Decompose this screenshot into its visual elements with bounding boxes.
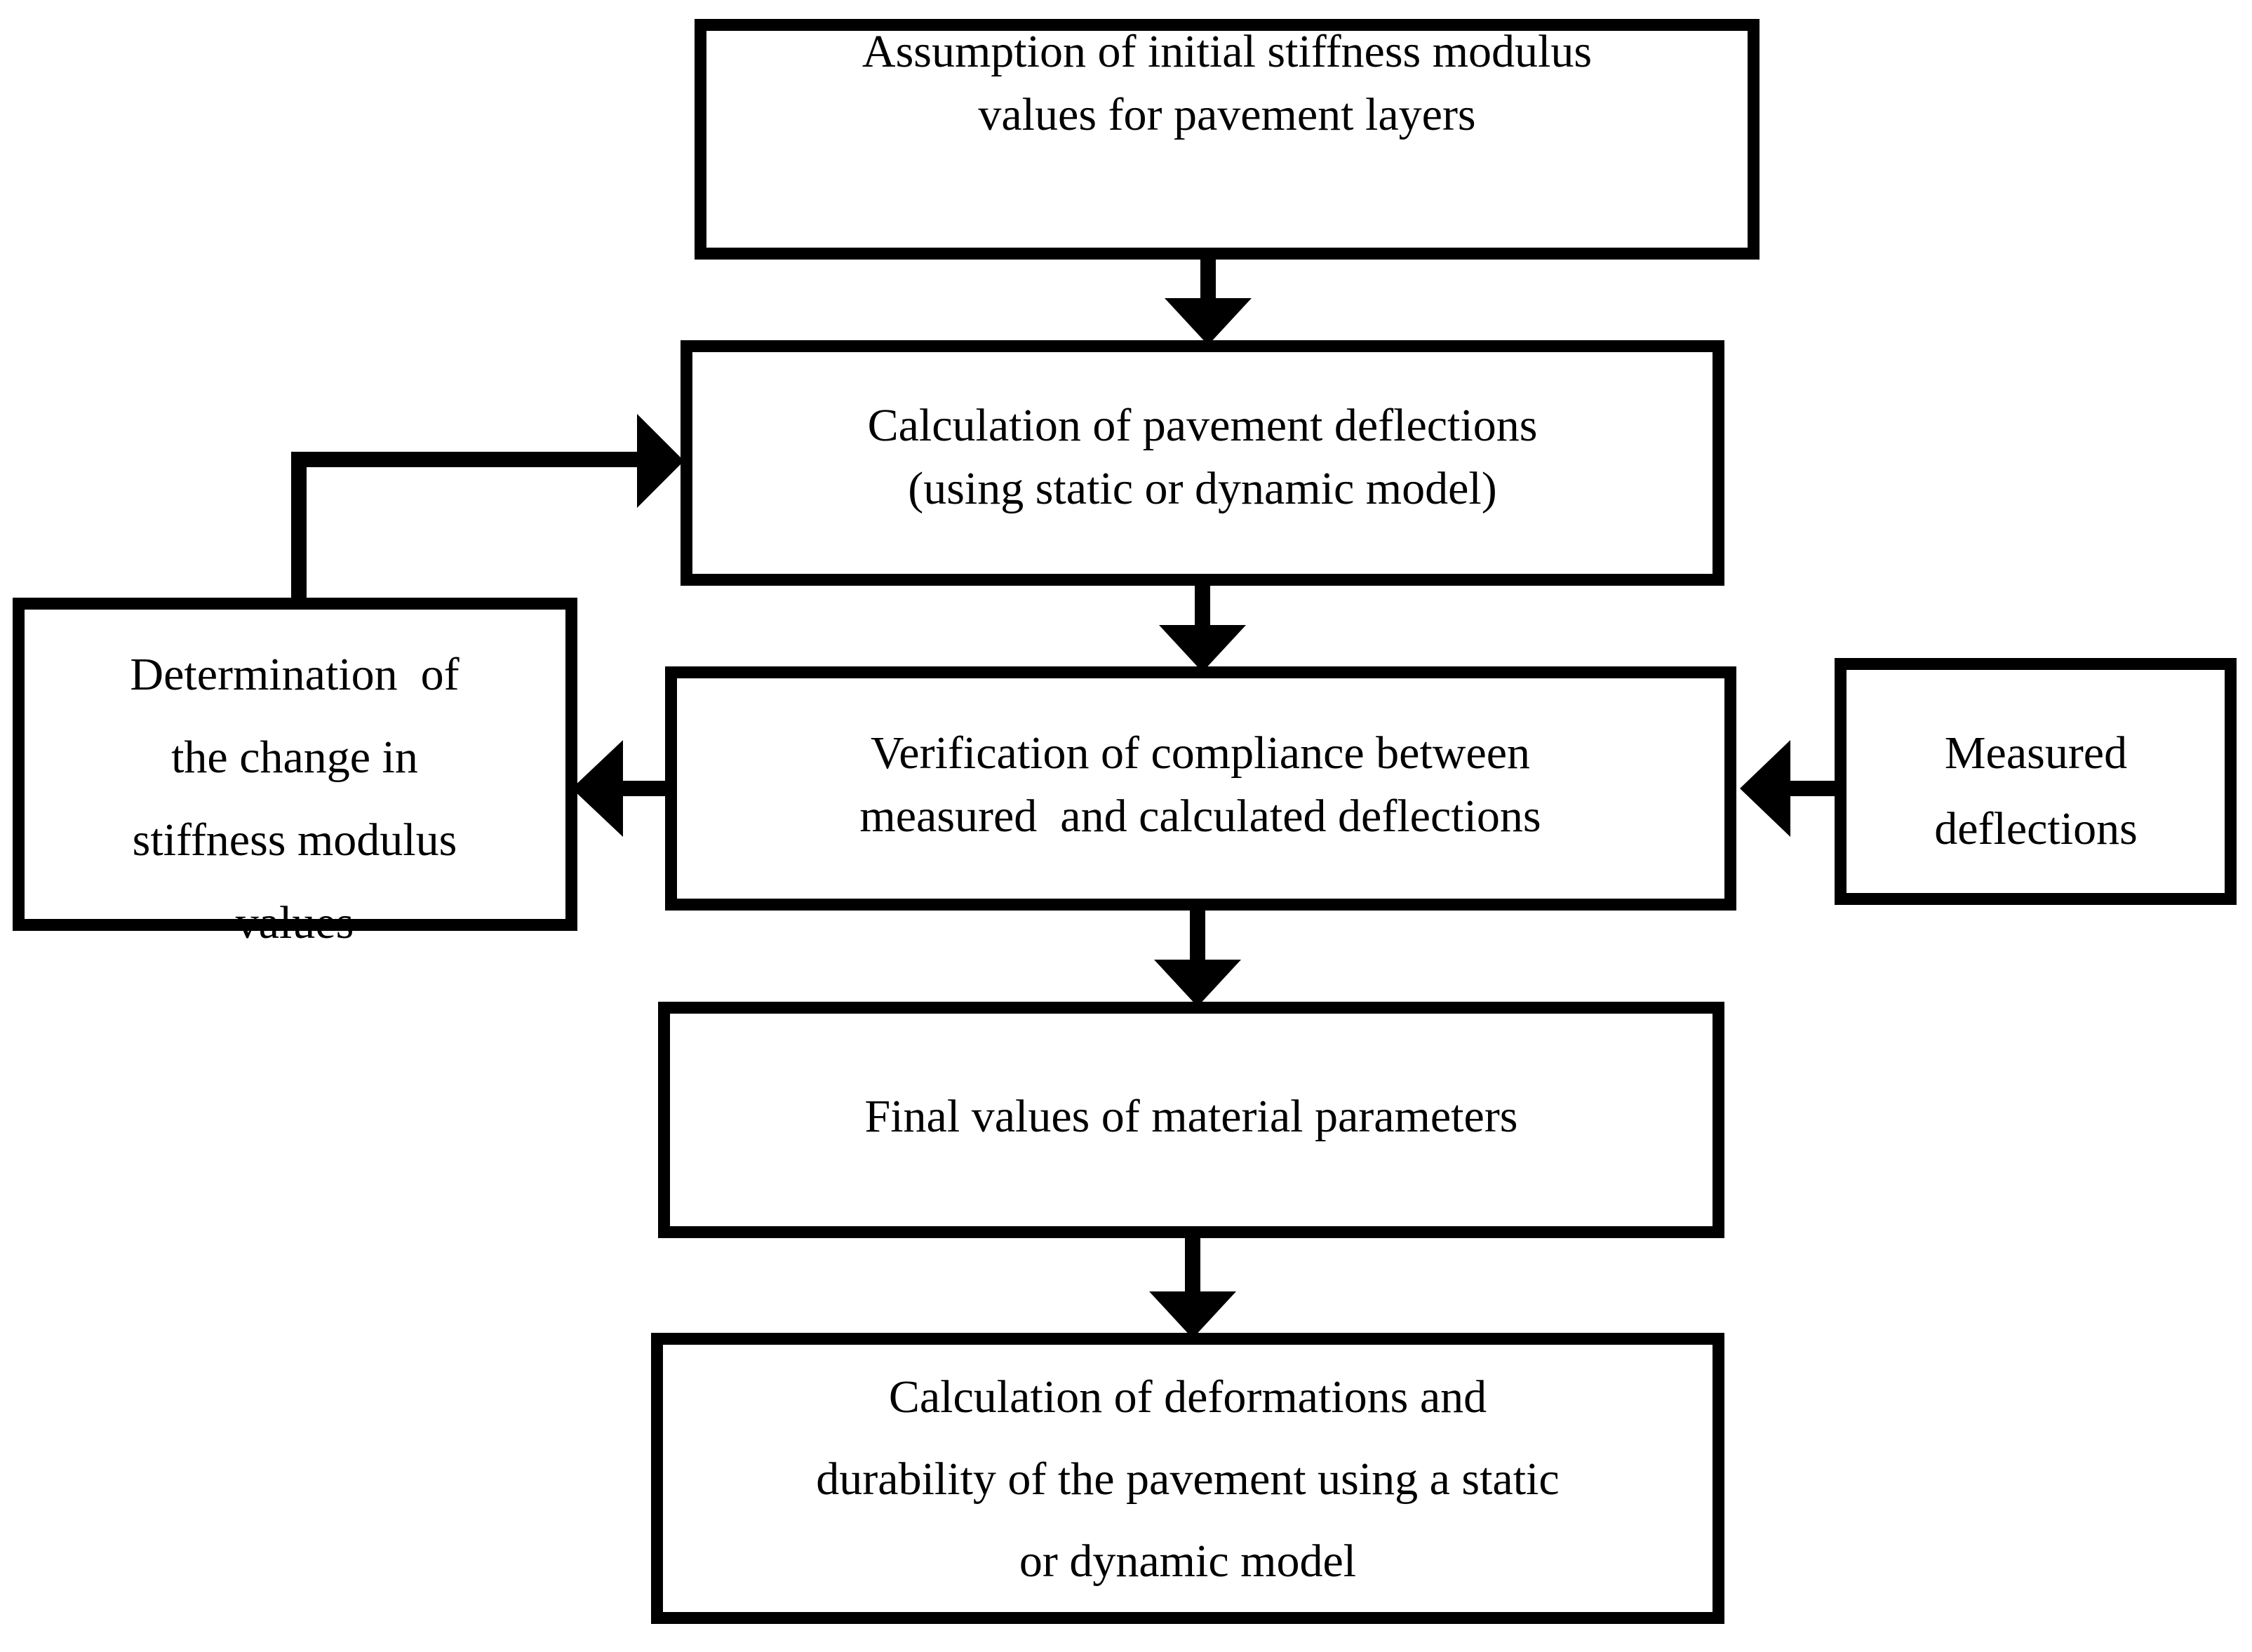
node-verification-line-1: Verification of compliance between: [871, 727, 1530, 779]
node-calculation-pavement-deflections[interactable]: Calculation of pavement deflections (usin…: [681, 340, 1724, 586]
node-assumption-line-1: Assumption of initial stiffness modulus: [862, 26, 1592, 77]
node-determination-line-4: values: [236, 897, 354, 948]
node-final-values-line-1: Final values of material parameters: [865, 1091, 1518, 1142]
node-assumption-initial-stiffness[interactable]: Assumption of initial stiffness modulus v…: [695, 19, 1760, 260]
arrow-assumption-to-calculation: [1165, 258, 1252, 345]
arrow-determination-to-calculation-loop: [291, 414, 684, 603]
node-deformations-line-1: Calculation of deformations and: [889, 1371, 1487, 1423]
svg-text:Calculation of deformations an: Calculation of deformations and durabilit…: [816, 1371, 1559, 1587]
svg-text:Assumption of initial stiffnes: Assumption of initial stiffness modulus v…: [862, 26, 1592, 140]
node-deformations-line-3: or dynamic model: [1019, 1536, 1356, 1587]
node-determination-line-1: Determination of: [130, 649, 459, 700]
node-determination-change-stiffness[interactable]: Determination of the change in stiffness m…: [13, 598, 577, 949]
arrow-final-to-deformations: [1149, 1237, 1236, 1338]
arrow-verification-to-final: [1154, 909, 1241, 1007]
node-measured-deflections[interactable]: Measured deflections: [1835, 658, 2237, 905]
node-measured-line-2: deflections: [1934, 803, 2138, 854]
svg-text:Calculation of pavement deflec: Calculation of pavement deflections (usin…: [868, 400, 1538, 514]
arrow-verification-to-determination: [572, 740, 672, 837]
node-assumption-line-2: values for pavement layers: [978, 89, 1475, 140]
arrow-calculation-to-verification: [1159, 584, 1246, 672]
node-determination-line-2: the change in: [171, 732, 418, 783]
node-calculation-line-2: (using static or dynamic model): [908, 463, 1496, 514]
svg-text:Verification of compliance bet: Verification of compliance between measur…: [859, 727, 1541, 842]
node-deformations-line-2: durability of the pavement using a stati…: [816, 1453, 1559, 1505]
arrow-measured-to-verification: [1740, 740, 1842, 837]
node-verification-compliance[interactable]: Verification of compliance between measur…: [665, 666, 1736, 911]
node-determination-line-3: stiffness modulus: [133, 814, 457, 866]
node-calculation-line-1: Calculation of pavement deflections: [868, 400, 1538, 451]
node-verification-line-2: measured and calculated deflections: [859, 791, 1541, 842]
node-calculation-deformations-durability[interactable]: Calculation of deformations and durabilit…: [651, 1333, 1724, 1624]
node-measured-line-1: Measured: [1945, 727, 2127, 779]
node-final-values-material-parameters[interactable]: Final values of material parameters: [658, 1002, 1724, 1238]
svg-text:Final values of material param: Final values of material parameters: [865, 1091, 1518, 1142]
